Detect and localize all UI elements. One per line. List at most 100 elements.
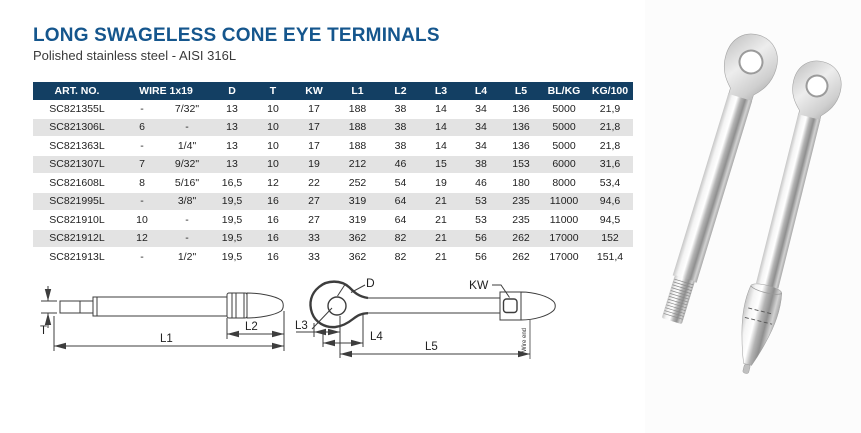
- dim-label-l3: L3: [295, 320, 308, 332]
- table-cell: 16: [253, 192, 294, 211]
- table-cell: 13: [211, 136, 254, 156]
- plain-terminal-drawing: [41, 286, 285, 351]
- table-cell: 17000: [541, 229, 588, 248]
- table-cell: 27: [293, 192, 336, 211]
- table-cell: 3/8": [163, 192, 212, 211]
- table-cell: 6000: [541, 155, 588, 174]
- dim-label-l5: L5: [425, 341, 438, 353]
- table-cell: 136: [501, 136, 542, 156]
- spec-table-head: ART. NO. WIRE 1x19 D T KW L1 L2 L3 L4 L5…: [33, 82, 634, 100]
- dim-label-kw: KW: [469, 278, 489, 292]
- eye-terminal-drawing: [296, 280, 556, 359]
- table-cell: 7/32": [163, 100, 212, 119]
- table-cell: SC821307L: [33, 155, 121, 174]
- table-cell: -: [121, 192, 163, 211]
- table-cell: SC821608L: [33, 173, 121, 193]
- col-header-kg-100: KG/100: [587, 82, 634, 100]
- table-cell: 14: [421, 136, 462, 156]
- table-cell: 38: [461, 155, 502, 174]
- table-cell: 13: [211, 155, 254, 174]
- table-cell: 10: [253, 136, 294, 156]
- table-cell: 64: [380, 192, 422, 211]
- table-cell: 10: [253, 155, 294, 174]
- table-cell: 5000: [541, 136, 588, 156]
- table-cell: 19: [421, 173, 462, 193]
- table-cell: 21,9: [587, 100, 634, 119]
- table-cell: 46: [461, 173, 502, 193]
- table-cell: 151,4: [587, 247, 634, 267]
- dim-label-l4: L4: [370, 331, 383, 343]
- table-cell: 188: [335, 100, 381, 119]
- table-cell: 19,5: [211, 192, 254, 211]
- table-cell: 16: [253, 210, 294, 230]
- table-cell: 17: [293, 100, 336, 119]
- col-header-l3: L3: [421, 82, 462, 100]
- table-cell: 15: [421, 155, 462, 174]
- table-cell: 38: [380, 118, 422, 137]
- table-cell: 153: [501, 155, 542, 174]
- dim-label-d: D: [366, 276, 375, 290]
- table-cell: 8000: [541, 173, 588, 193]
- table-cell: 14: [421, 118, 462, 137]
- table-cell: 54: [380, 173, 422, 193]
- table-cell: 19,5: [211, 210, 254, 230]
- table-cell: 64: [380, 210, 422, 230]
- table-cell: 136: [501, 118, 542, 137]
- cone-terminal-photo-right: [741, 60, 842, 374]
- table-cell: 7: [121, 155, 163, 174]
- table-cell: 33: [293, 229, 336, 248]
- table-cell: 235: [501, 210, 542, 230]
- table-cell: 21: [421, 192, 462, 211]
- table-cell: 22: [293, 173, 336, 193]
- table-cell: 38: [380, 136, 422, 156]
- table-cell: 13: [211, 118, 254, 137]
- table-cell: 53,4: [587, 173, 634, 193]
- table-cell: 33: [293, 247, 336, 267]
- table-cell: 10: [253, 118, 294, 137]
- table-cell: 16: [253, 247, 294, 267]
- col-header-l2: L2: [380, 82, 422, 100]
- table-cell: 21: [421, 210, 462, 230]
- col-header-art-no: ART. NO.: [33, 82, 121, 100]
- table-cell: 82: [380, 229, 422, 248]
- table-cell: 82: [380, 247, 422, 267]
- table-cell: 5000: [541, 100, 588, 119]
- table-cell: 19: [293, 155, 336, 174]
- table-cell: -: [121, 136, 163, 156]
- table-cell: 94,5: [587, 210, 634, 230]
- table-cell: 10: [121, 210, 163, 230]
- page-header: LONG SWAGELESS CONE EYE TERMINALS Polish…: [33, 25, 440, 63]
- col-header-bl-kg: BL/KG: [541, 82, 588, 100]
- table-cell: 38: [380, 100, 422, 119]
- table-cell: 46: [380, 155, 422, 174]
- table-cell: 11000: [541, 210, 588, 230]
- table-cell: 13: [211, 100, 254, 119]
- table-cell: 27: [293, 210, 336, 230]
- table-cell: 53: [461, 210, 502, 230]
- table-cell: 11000: [541, 192, 588, 211]
- col-header-kw: KW: [293, 82, 336, 100]
- table-cell: 262: [501, 229, 542, 248]
- table-cell: 21: [421, 229, 462, 248]
- col-header-l5: L5: [501, 82, 542, 100]
- table-cell: 19,5: [211, 229, 254, 248]
- table-cell: 21,8: [587, 118, 634, 137]
- table-cell: 94,6: [587, 192, 634, 211]
- table-cell: 10: [253, 100, 294, 119]
- table-cell: 21,8: [587, 136, 634, 156]
- table-cell: 21: [421, 247, 462, 267]
- table-cell: SC821910L: [33, 210, 121, 230]
- dim-label-l2: L2: [245, 321, 258, 333]
- table-cell: 252: [335, 173, 381, 193]
- table-cell: 362: [335, 229, 381, 248]
- table-cell: 34: [461, 136, 502, 156]
- table-cell: 17: [293, 118, 336, 137]
- product-photo: [645, 0, 861, 433]
- table-cell: 31,6: [587, 155, 634, 174]
